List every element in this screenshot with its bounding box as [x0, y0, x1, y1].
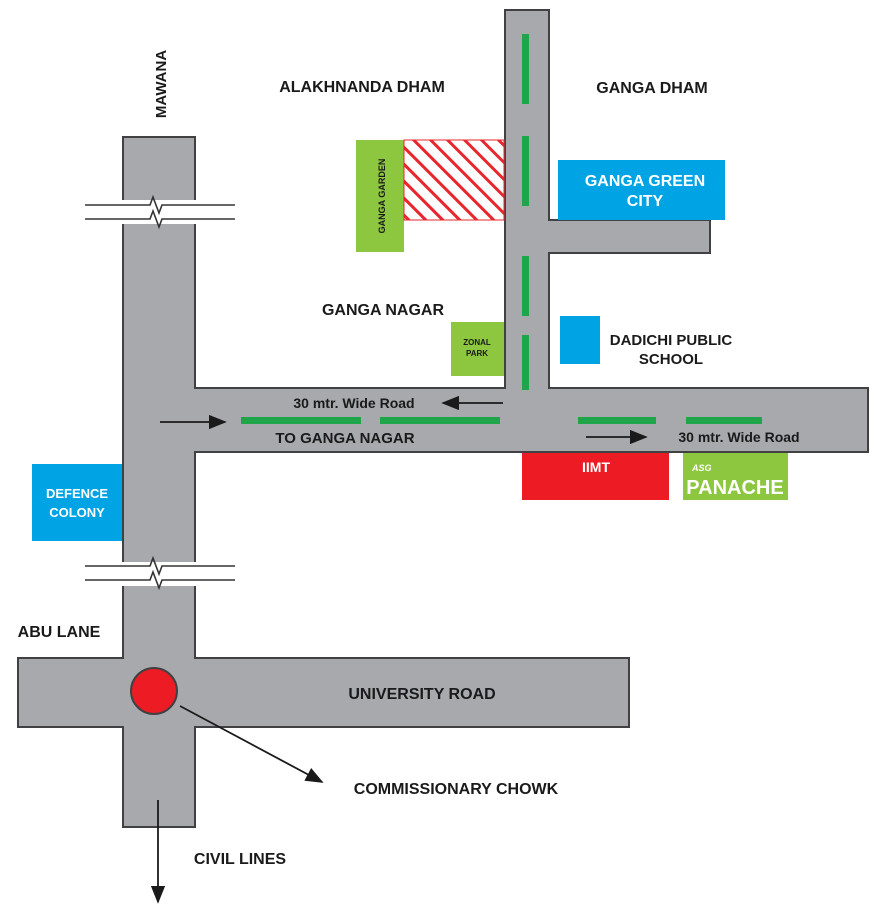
- lane-marker: [522, 34, 529, 104]
- defence-colony-block: [32, 464, 122, 541]
- lane-marker: [578, 417, 656, 424]
- dadichi-school-block: [560, 316, 600, 364]
- mawana-label: MAWANA: [153, 50, 170, 118]
- ganga-garden-block: [356, 140, 404, 252]
- lane-marker: [686, 417, 762, 424]
- lane-marker: [241, 417, 361, 424]
- arrows: [150, 395, 648, 904]
- hatched-plot: [403, 139, 505, 221]
- defence-colony-label-2: COLONY: [49, 505, 105, 520]
- panache-label: PANACHE: [686, 477, 783, 499]
- road-break-upper: [85, 194, 235, 230]
- panache-brand: ASG: [691, 463, 712, 473]
- ganga-green-city-block: [558, 160, 725, 220]
- lane-marker: [522, 136, 529, 206]
- ganga-green-city-label-1: GANGA GREEN: [585, 173, 705, 190]
- commissionary-chowk-label: COMMISSIONARY CHOWK: [354, 781, 559, 798]
- dadichi-school-label-1: DADICHI PUBLIC: [610, 332, 733, 349]
- arrow-to-chowk-label: [179, 705, 324, 783]
- iimt-label: IIMT: [582, 459, 610, 475]
- lane-marker: [522, 256, 529, 316]
- lane-markers: [241, 34, 762, 424]
- iimt-block: [522, 453, 669, 500]
- alakhnanda-dham-label: ALAKHNANDA DHAM: [279, 79, 445, 96]
- road-right-label: 30 mtr. Wide Road: [678, 429, 799, 445]
- ganga-dham-label: GANGA DHAM: [596, 80, 707, 97]
- zonal-park-block: [451, 322, 504, 376]
- ganga-green-city-label-2: CITY: [627, 193, 664, 210]
- dadichi-school-label-2: SCHOOL: [639, 351, 703, 368]
- defence-colony-label-1: DEFENCE: [46, 486, 108, 501]
- university-road-label: UNIVERSITY ROAD: [348, 686, 495, 703]
- zonal-park-label-1: ZONAL: [463, 338, 491, 347]
- commissionary-chowk-marker: [130, 667, 178, 715]
- to-ganga-nagar-label: TO GANGA NAGAR: [275, 430, 414, 447]
- road-left-label: 30 mtr. Wide Road: [293, 395, 414, 411]
- panache-block: [683, 453, 788, 500]
- ganga-garden-label: GANGA GARDEN: [377, 159, 387, 234]
- civil-lines-label: CIVIL LINES: [194, 851, 286, 868]
- ganga-nagar-label: GANGA NAGAR: [322, 302, 445, 319]
- lane-marker: [380, 417, 500, 424]
- zonal-park-label-2: PARK: [466, 349, 488, 358]
- road-break-lower: [85, 555, 235, 591]
- lane-marker: [522, 335, 529, 390]
- abu-lane-label: ABU LANE: [18, 624, 101, 641]
